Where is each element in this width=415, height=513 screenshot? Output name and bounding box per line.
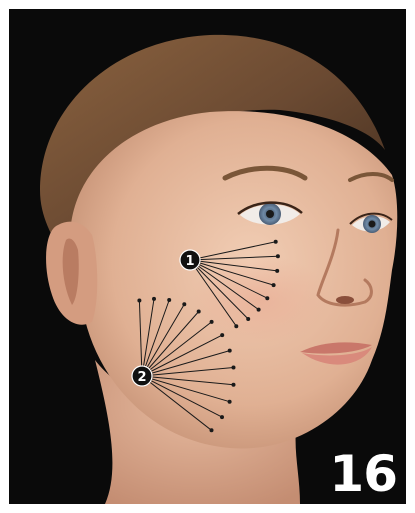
fan-2-endpoint [228,349,232,353]
fan-1-endpoint [265,296,269,300]
fan-2-endpoint [197,310,201,314]
fan-2-endpoint [182,302,186,306]
fan-2-endpoint [220,415,224,419]
fan-1-endpoint [246,317,250,321]
marker-2: 2 [132,366,152,386]
marker-1: 1 [180,250,200,270]
nostril [336,296,354,304]
fan-1-endpoint [272,283,276,287]
fan-2-endpoint [232,383,236,387]
right-eye-pupil [369,221,376,228]
fan-2-endpoint [232,366,236,370]
fan-1-endpoint [275,269,279,273]
fan-1-endpoint [276,254,280,258]
fan-1-endpoint [257,308,261,312]
fan-2-endpoint [167,298,171,302]
fan-2-endpoint [220,333,224,337]
fan-2-endpoint [210,320,214,324]
fan-2-endpoint [210,428,214,432]
marker-2-label: 2 [137,370,146,385]
left-eye-pupil [266,210,274,218]
fan-2-endpoint [137,299,141,303]
fan-2-endpoint [152,297,156,301]
fan-1-endpoint [234,324,238,328]
marker-1-label: 1 [185,254,194,269]
fan-2-endpoint [228,400,232,404]
page-number: 16 [329,449,397,499]
fan-1-endpoint [274,240,278,244]
